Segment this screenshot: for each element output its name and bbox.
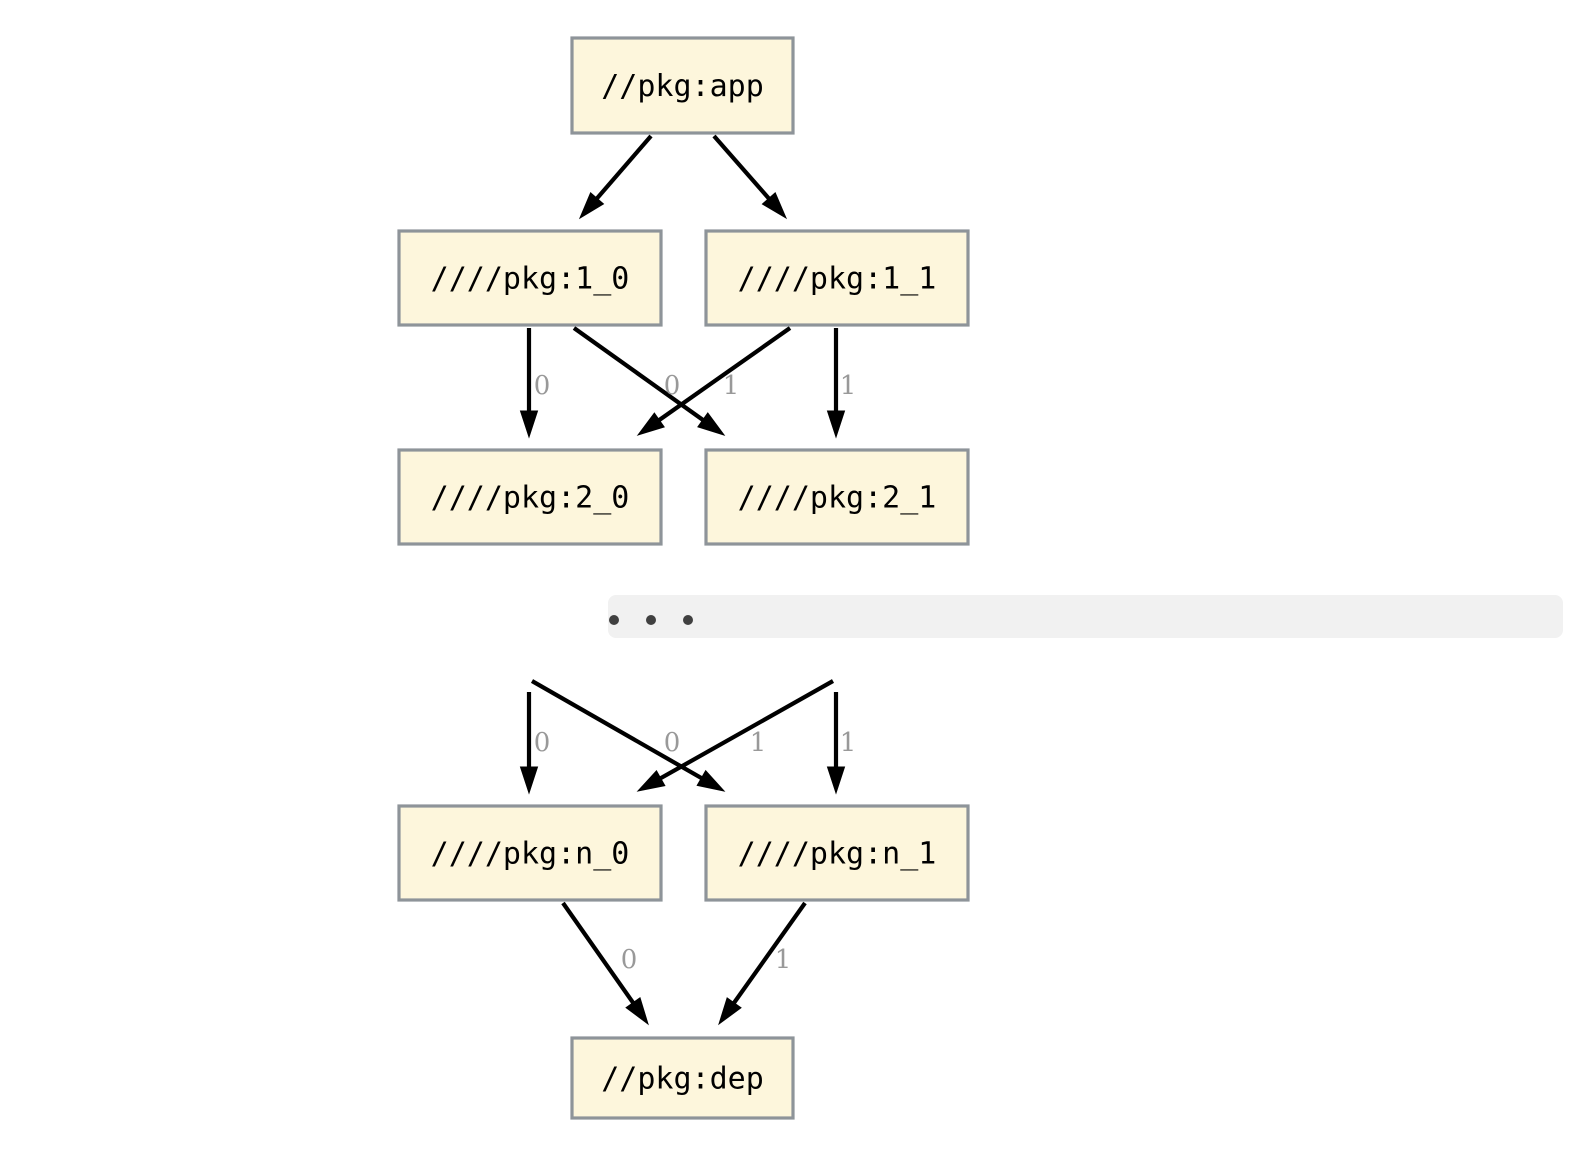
- node-label: //pkg:dep: [601, 1062, 764, 1097]
- node-box[interactable]: [570, 1036, 795, 1120]
- edge-label: 0: [534, 728, 551, 758]
- edge-arrowhead: [519, 766, 539, 795]
- graph-node-app[interactable]: //pkg:app: [570, 36, 795, 135]
- node-box[interactable]: [704, 229, 970, 327]
- edge-label: 1: [840, 371, 857, 401]
- node-label: ////pkg:1_1: [738, 262, 937, 297]
- node-label: ////pkg:1_0: [431, 262, 630, 297]
- graph-edge: 1: [718, 901, 807, 1026]
- edge-label: 0: [621, 945, 638, 975]
- edge-label: 1: [775, 945, 792, 975]
- graph-edge: 1: [530, 679, 767, 792]
- node-box[interactable]: [704, 804, 970, 902]
- edge-arrowhead: [625, 997, 649, 1026]
- edge-line: [572, 326, 707, 424]
- graph-edge: 0: [636, 326, 792, 436]
- node-label: ////pkg:n_1: [738, 837, 937, 872]
- edge-label: 0: [664, 728, 681, 758]
- node-box[interactable]: [397, 804, 663, 902]
- graph-node-nn_1[interactable]: ////pkg:n_1: [704, 804, 970, 902]
- graph-edge: 1: [572, 326, 740, 436]
- edge-line: [530, 679, 706, 782]
- edge-arrowhead: [696, 769, 726, 792]
- graph-node-n1_0[interactable]: ////pkg:1_0: [397, 229, 663, 327]
- edge-arrowhead: [519, 410, 539, 439]
- ellipsis-dot: [683, 615, 693, 625]
- edge-arrowhead: [697, 412, 726, 436]
- graph-edge: 0: [561, 901, 649, 1026]
- node-box[interactable]: [397, 229, 663, 327]
- graph-edge: [578, 134, 653, 220]
- node-box[interactable]: [704, 448, 970, 546]
- edge-arrowhead: [761, 192, 788, 220]
- graph-node-dep[interactable]: //pkg:dep: [570, 1036, 795, 1120]
- graph-node-n2_0[interactable]: ////pkg:2_0: [397, 448, 663, 546]
- node-label: ////pkg:n_0: [431, 837, 630, 872]
- edge-arrowhead: [636, 412, 665, 436]
- edge-label: 1: [750, 728, 767, 758]
- edge-line: [655, 326, 792, 424]
- edge-line: [657, 679, 835, 782]
- ellipsis-separator: [608, 595, 1563, 638]
- node-label: ////pkg:2_0: [431, 481, 630, 516]
- graph-edge: 0: [636, 679, 835, 792]
- graph-nodes: //pkg:app ////pkg:1_0 ////pkg:1_1 ////pkg:2…: [397, 36, 970, 1120]
- edge-line: [593, 134, 653, 202]
- ellipsis-dot: [609, 615, 619, 625]
- ellipsis-band: [608, 595, 1563, 638]
- graph-edge: 1: [826, 692, 857, 795]
- node-box[interactable]: [397, 448, 663, 546]
- edge-label: 0: [534, 371, 551, 401]
- edge-label: 0: [664, 371, 681, 401]
- edge-line: [561, 901, 637, 1007]
- edge-arrowhead: [826, 766, 846, 795]
- edge-line: [730, 901, 807, 1007]
- graph-edge: 0: [519, 692, 551, 795]
- edge-arrowhead: [826, 410, 846, 439]
- edge-line: [712, 134, 773, 203]
- graph-node-n2_1[interactable]: ////pkg:2_1: [704, 448, 970, 546]
- edge-label: 1: [840, 728, 857, 758]
- edge-arrowhead: [578, 191, 605, 220]
- graph-edge: 0: [519, 328, 551, 439]
- graph-edge: [712, 134, 788, 220]
- graph-edge: 1: [826, 328, 857, 439]
- node-label: ////pkg:2_1: [738, 481, 937, 516]
- ellipsis-dot: [646, 615, 656, 625]
- node-label: //pkg:app: [601, 69, 764, 104]
- edge-arrowhead: [636, 769, 666, 792]
- edge-arrowhead: [718, 997, 742, 1026]
- graph-node-n1_1[interactable]: ////pkg:1_1: [704, 229, 970, 327]
- edge-label: 1: [723, 371, 740, 401]
- graph-edges: 0 1 0 1 0 1 0 1 0 1: [519, 134, 857, 1026]
- graph-node-nn_0[interactable]: ////pkg:n_0: [397, 804, 663, 902]
- node-box[interactable]: [570, 36, 795, 135]
